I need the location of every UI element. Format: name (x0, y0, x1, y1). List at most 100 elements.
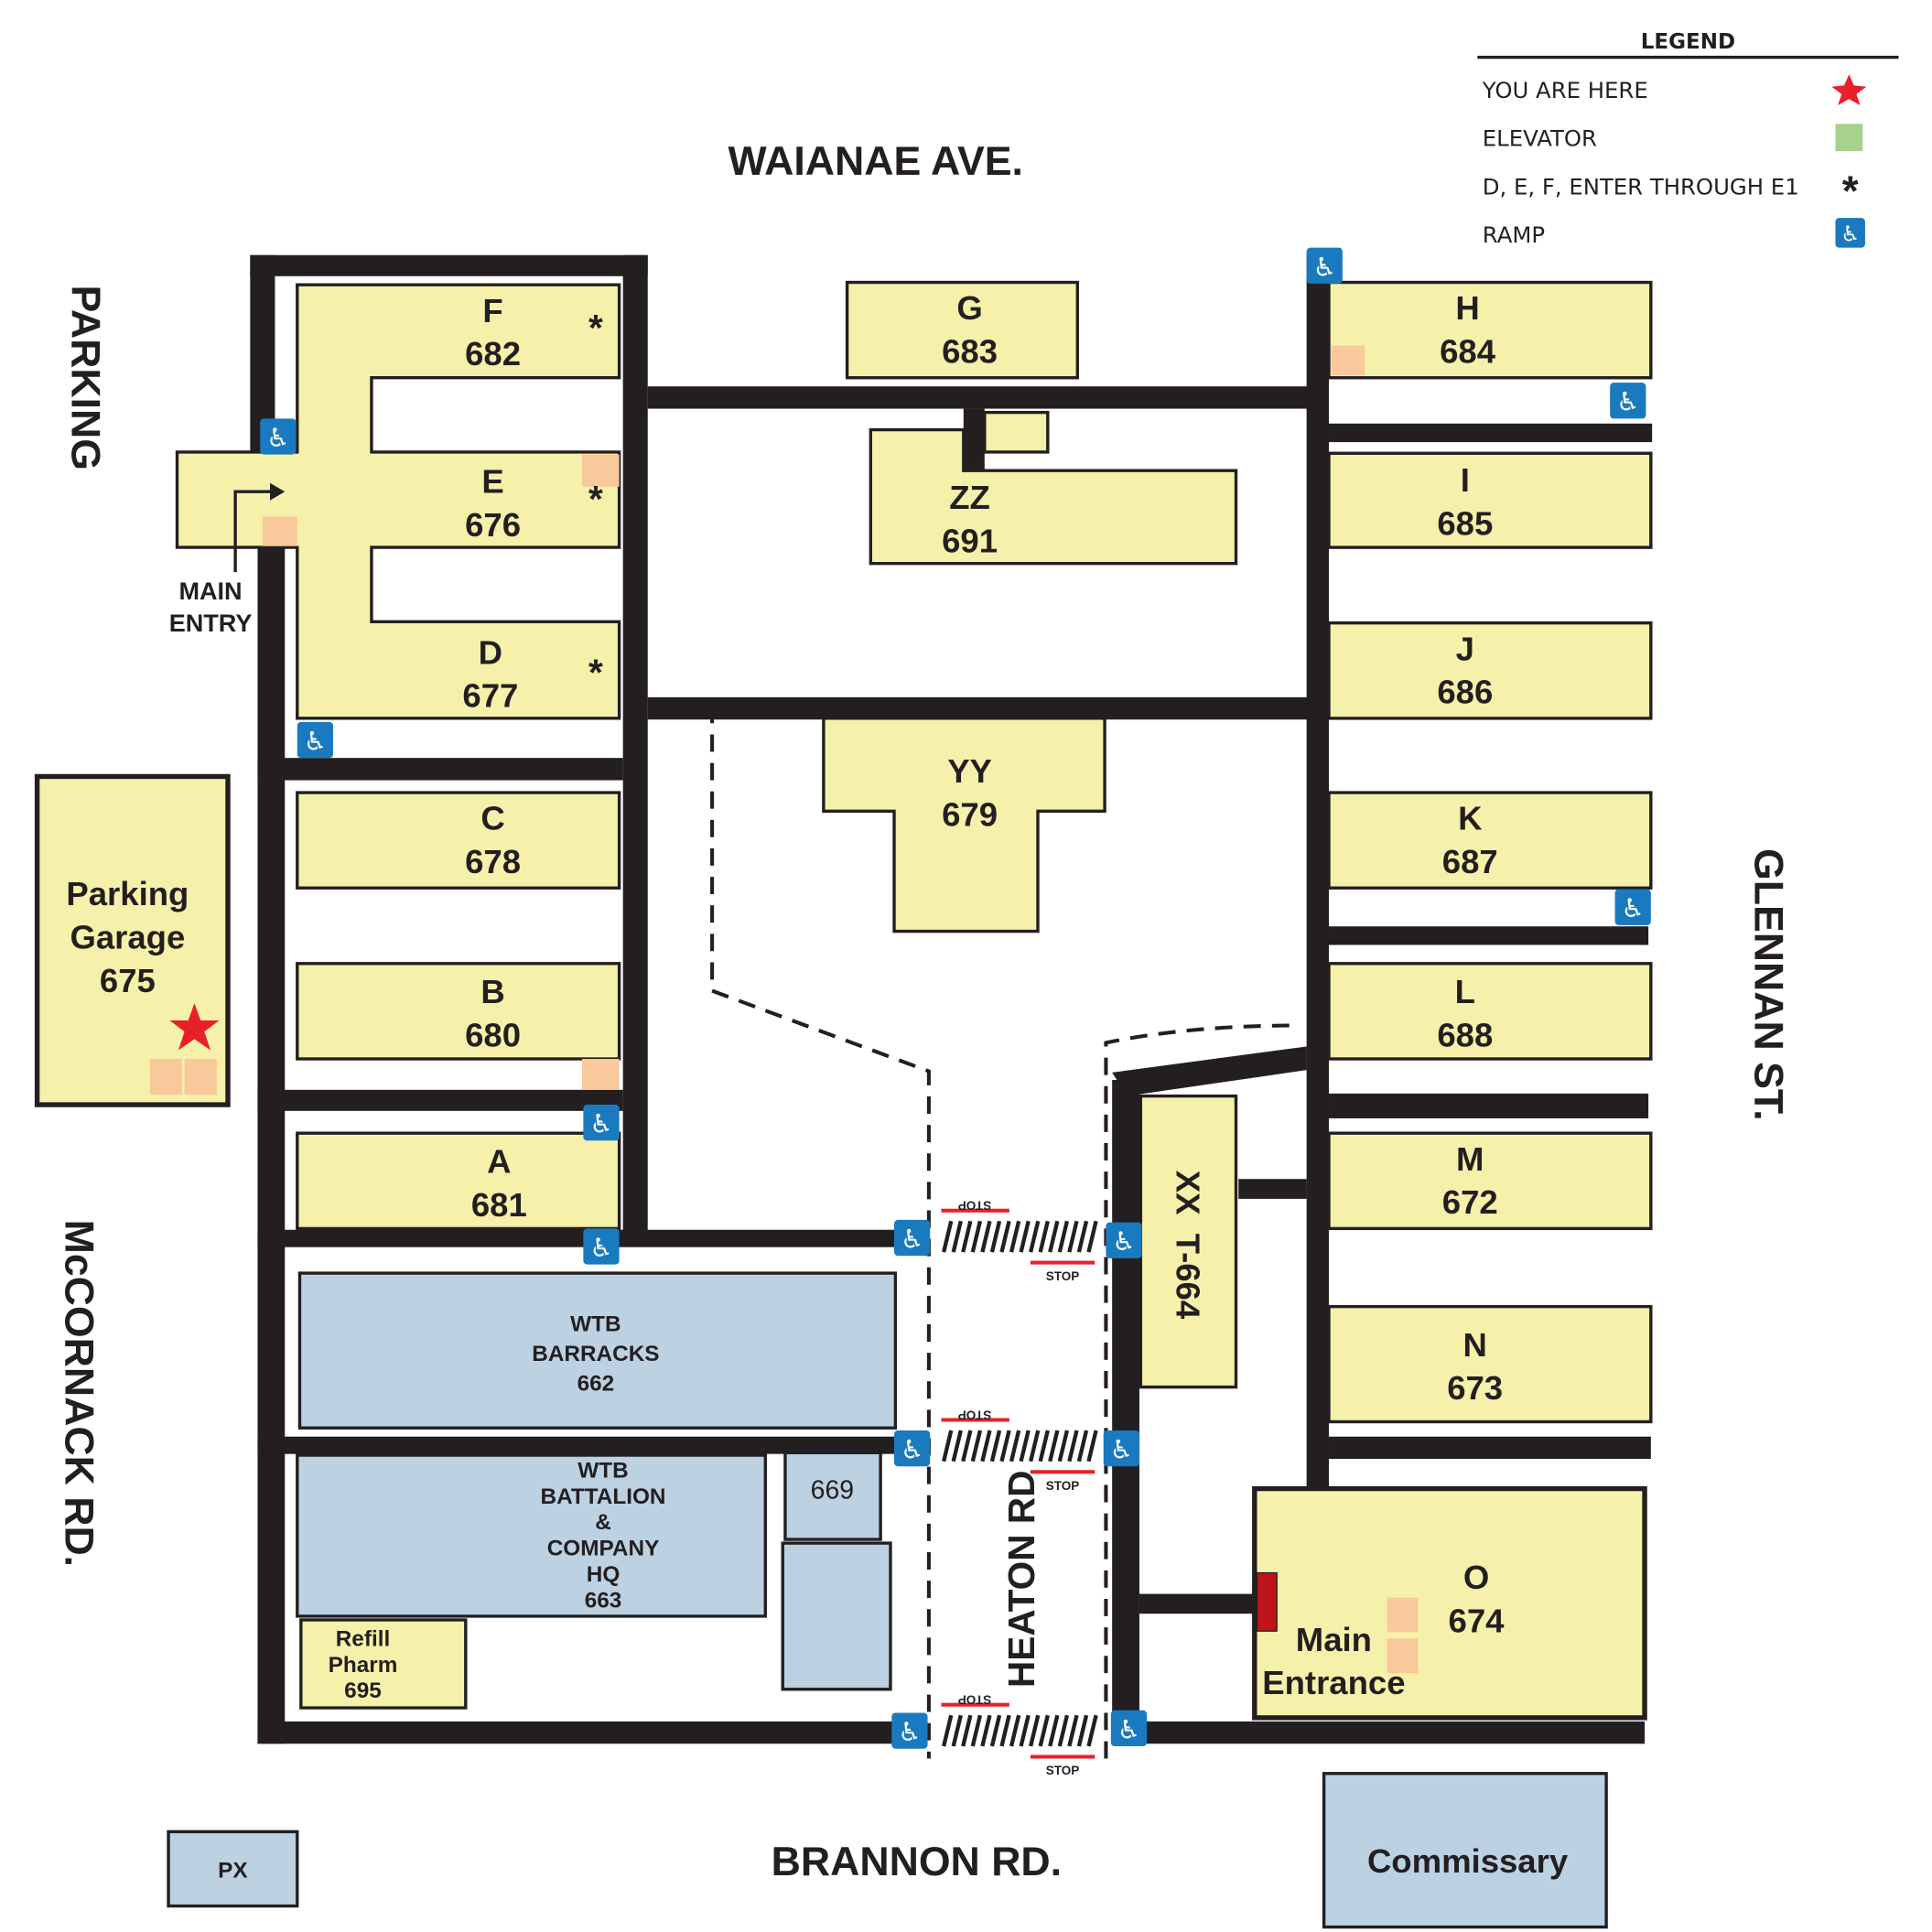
stop-label: STOP (958, 1693, 992, 1707)
wheelchair-glyph: ♿ (266, 423, 289, 453)
building-o[interactable] (1252, 1485, 1647, 1721)
wheelchair-glyph: ♿ (1117, 1714, 1140, 1744)
ramp-wheelchair-icon: ♿ (1106, 1222, 1142, 1258)
ramp-bg (1106, 1222, 1142, 1258)
ramp-wheelchair-icon: ♿ (1614, 889, 1651, 925)
main-entry-arrow (233, 490, 275, 573)
building-l[interactable] (1327, 962, 1653, 1061)
wheelchair-icon: ♿ (1835, 218, 1865, 248)
street-waianae-ave: WAIANAE AVE. (728, 139, 1022, 184)
building-a[interactable] (296, 1131, 621, 1231)
ramp-bg (260, 418, 297, 455)
ramp-bg (297, 721, 334, 759)
stop-label: STOP (1046, 1269, 1080, 1283)
asterisk-icon: * (588, 651, 603, 693)
legend-divider (1477, 55, 1899, 59)
label-l-letter: L (1455, 973, 1475, 1010)
building-g[interactable] (845, 280, 1079, 380)
label-pharm-2: Pharm (329, 1653, 398, 1678)
wheelchair-glyph: ♿ (1840, 221, 1860, 246)
building-wtb-barracks[interactable] (297, 1271, 898, 1430)
stop-line (941, 1418, 1009, 1422)
label-m-number: 672 (1442, 1183, 1498, 1221)
wheelchair-glyph: ♿ (304, 727, 327, 757)
building-labels: F 682 E 676 D 677 C 678 B 680 A 681 G 68… (66, 289, 1568, 1883)
building-px[interactable] (167, 1829, 299, 1908)
street-brannon-rd: BRANNON RD. (772, 1840, 1062, 1884)
building-j[interactable] (1327, 621, 1653, 720)
building-yy[interactable] (822, 717, 1106, 934)
label-b-number: 680 (465, 1016, 521, 1053)
label-n-number: 673 (1447, 1369, 1503, 1407)
building-b[interactable] (296, 962, 621, 1061)
building-k[interactable] (1327, 791, 1653, 890)
label-e-number: 676 (465, 506, 521, 544)
ramp-wheelchair-icon: ♿ (1103, 1430, 1139, 1467)
label-l-number: 688 (1437, 1016, 1493, 1053)
building-c[interactable] (296, 791, 621, 890)
elevator-icon (149, 1058, 182, 1096)
ramp-wheelchair-icon: ♿ (894, 1430, 931, 1467)
label-garage-number: 675 (100, 962, 156, 999)
elevators (149, 345, 1419, 1674)
label-a-letter: A (487, 1142, 511, 1180)
label-main-entrance-2: Entrance (1262, 1664, 1405, 1701)
label-d-number: 677 (462, 677, 518, 715)
wheelchair-glyph: ♿ (589, 1109, 612, 1139)
building-m[interactable] (1327, 1131, 1653, 1231)
ramp-bg (583, 1228, 620, 1265)
label-yy-number: 679 (942, 796, 998, 834)
building-commissary[interactable] (1322, 1772, 1608, 1929)
elevator-icon (1387, 1638, 1419, 1674)
crosswalk: STOP STOP (941, 1693, 1098, 1777)
ramp-bg (894, 1219, 931, 1257)
legend: LEGEND YOU ARE HERE ELEVATOR D, E, F, EN… (1477, 30, 1899, 248)
building-669[interactable] (783, 1451, 882, 1541)
label-barracks-number: 662 (577, 1372, 615, 1397)
label-k-letter: K (1458, 800, 1483, 837)
parking-label: PARKING (62, 285, 107, 470)
elevator-icon (1387, 1597, 1419, 1633)
label-battalion-2: BATTALION (540, 1484, 665, 1509)
legend-label-enter-e1: D, E, F, ENTER THROUGH E1 (1483, 173, 1799, 200)
parking-garage[interactable] (34, 773, 231, 1107)
building-n[interactable] (1327, 1304, 1653, 1424)
label-zz-letter: ZZ (949, 479, 990, 516)
stop-label: STOP (1046, 1764, 1080, 1777)
star-icon (1831, 74, 1867, 106)
label-battalion-number: 663 (585, 1588, 622, 1613)
label-j-letter: J (1456, 630, 1474, 667)
wheelchair-glyph: ♿ (901, 1435, 923, 1465)
label-d-letter: D (479, 633, 502, 671)
ramp-wheelchair-icon: ♿ (583, 1105, 620, 1141)
label-main-entry-2: ENTRY (169, 610, 253, 637)
building-refill-pharm[interactable] (299, 1618, 468, 1710)
building-wtb-battalion[interactable] (296, 1453, 767, 1618)
label-j-number: 686 (1437, 674, 1493, 711)
wheelchair-glyph: ♿ (589, 1233, 612, 1263)
label-pharm-1: Refill (336, 1626, 391, 1651)
wheelchair-glyph: ♿ (1616, 387, 1639, 417)
stop-line (941, 1702, 1009, 1707)
label-k-number: 687 (1442, 843, 1498, 880)
label-i-letter: I (1461, 461, 1470, 499)
building-i[interactable] (1327, 451, 1653, 549)
label-battalion-5: HQ (587, 1562, 621, 1587)
asterisk-icon: * (588, 478, 603, 520)
legend-label-ramp: RAMP (1483, 221, 1545, 248)
ramp-wheelchair-icon: ♿ (583, 1228, 620, 1265)
ramp-wheelchair-icon: ♿ (1110, 1710, 1148, 1747)
ramp-wheelchair-icon: ♿ (260, 418, 297, 455)
label-garage-1: Parking (66, 875, 189, 912)
label-zz-number: 691 (942, 523, 998, 560)
label-pharm-number: 695 (344, 1678, 382, 1703)
main-entrance-door (1256, 1571, 1278, 1632)
building-fed-complex[interactable] (175, 283, 621, 720)
walkways (250, 254, 1653, 1759)
label-f-letter: F (482, 292, 502, 329)
label-o-letter: O (1463, 1559, 1489, 1596)
building-zz[interactable] (869, 427, 1238, 566)
building-h[interactable] (1327, 280, 1653, 380)
